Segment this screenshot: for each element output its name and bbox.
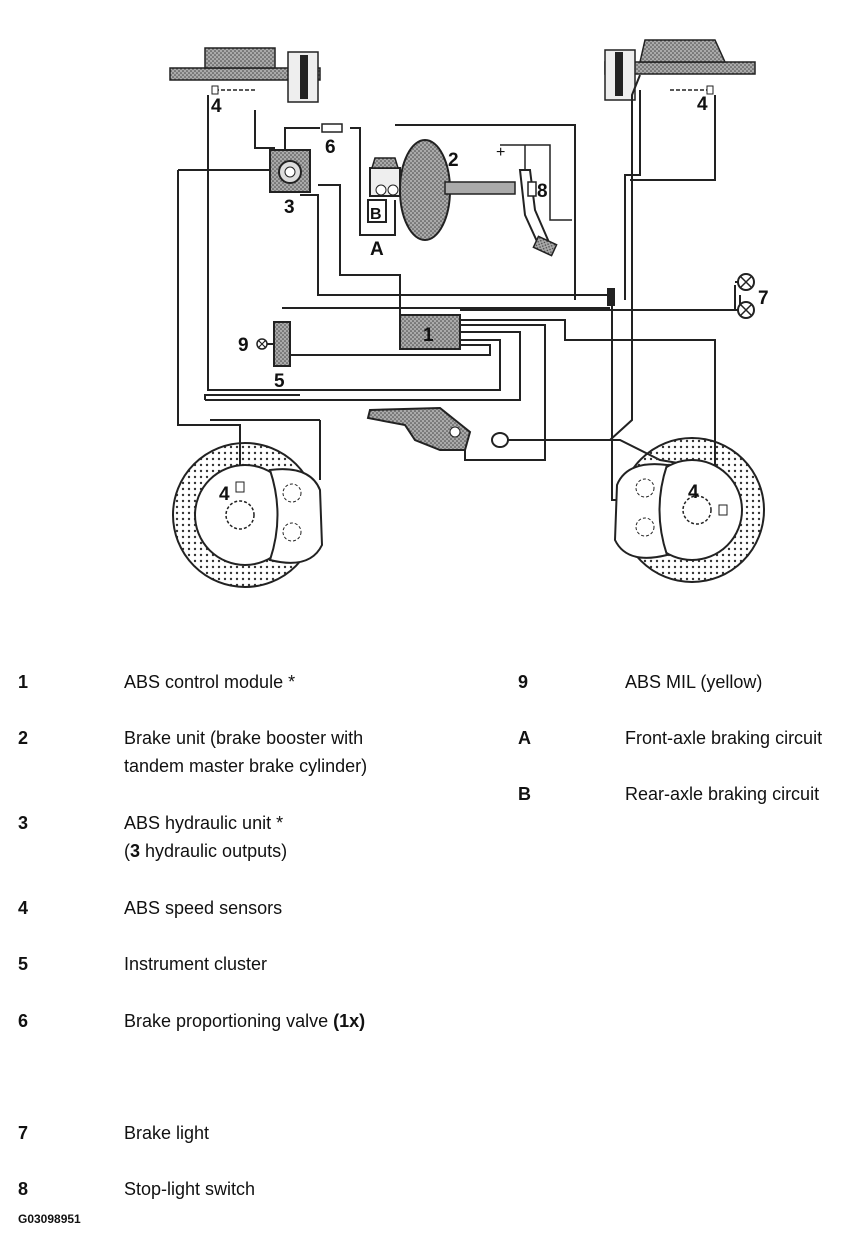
label-1: 1 bbox=[423, 325, 434, 346]
legend-text-bold: (1x) bbox=[333, 1011, 366, 1031]
label-2: 2 bbox=[448, 150, 459, 171]
legend-key: 7 bbox=[18, 1123, 29, 1143]
legend-text: ABS hydraulic unit * (3 hydraulic output… bbox=[124, 809, 454, 865]
front-left-hub bbox=[169, 47, 321, 103]
legend-text: Brake light bbox=[124, 1123, 210, 1143]
legend-text: ABS speed sensors bbox=[124, 898, 283, 918]
legend-key: 6 bbox=[18, 1011, 29, 1031]
legend-text: Stop-light switch bbox=[124, 1179, 256, 1199]
label-6: 6 bbox=[325, 137, 336, 158]
label-5: 5 bbox=[274, 371, 285, 392]
label-plus: + bbox=[496, 144, 505, 161]
legend-key: 5 bbox=[18, 954, 29, 974]
label-3: 3 bbox=[284, 197, 295, 218]
legend-text-part: Brake proportioning valve bbox=[124, 1011, 334, 1031]
brake-light-bulbs bbox=[734, 273, 755, 319]
parking-brake-lever bbox=[366, 406, 509, 451]
label-4-rear-right: 4 bbox=[688, 482, 699, 503]
label-4-rear-left: 4 bbox=[219, 484, 230, 505]
proportioning-valve bbox=[321, 123, 343, 133]
label-A: A bbox=[370, 239, 384, 260]
wiring-connector bbox=[607, 288, 615, 306]
label-7: 7 bbox=[758, 288, 769, 309]
brake-booster bbox=[399, 139, 516, 241]
label-9: 9 bbox=[238, 335, 249, 356]
legend-text: ABS control module * bbox=[124, 672, 296, 692]
abs-control-module bbox=[399, 314, 461, 350]
legend-text: Front-axle braking circuit bbox=[625, 728, 823, 748]
label-4-top-right: 4 bbox=[697, 94, 708, 115]
legend-key: B bbox=[518, 784, 531, 804]
legend-text-part: ABS hydraulic unit * ( bbox=[124, 813, 284, 861]
legend-text-part: hydraulic outputs) bbox=[140, 841, 288, 861]
legend-key: 8 bbox=[18, 1179, 29, 1199]
instrument-cluster bbox=[273, 321, 291, 367]
front-speed-sensors bbox=[211, 85, 714, 95]
abs-mil-lamp bbox=[256, 338, 274, 350]
legend-key: 3 bbox=[18, 813, 29, 833]
label-8: 8 bbox=[537, 181, 548, 202]
legend-key: 9 bbox=[518, 672, 529, 692]
abs-hydraulic-unit bbox=[269, 149, 311, 193]
legend-text: Rear-axle braking circuit bbox=[625, 784, 820, 804]
rear-right-brake-disc bbox=[613, 437, 765, 583]
legend-key: A bbox=[518, 728, 531, 748]
legend-text-bold: 3 bbox=[130, 841, 141, 861]
legend-text: Instrument cluster bbox=[124, 954, 268, 974]
legend-key: 1 bbox=[18, 672, 29, 692]
legend-key: 2 bbox=[18, 728, 29, 748]
label-B: B bbox=[370, 206, 382, 223]
legend-text: Brake unit (brake booster with tandem ma… bbox=[124, 728, 368, 776]
front-right-hub bbox=[604, 39, 756, 101]
abs-system-diagram: 1 2 3 4 4 4 4 5 6 7 8 9 A B + bbox=[169, 39, 769, 588]
legend-text: ABS MIL (yellow) bbox=[625, 672, 763, 692]
legend-key: 4 bbox=[18, 898, 29, 918]
legend-text: Brake proportioning valve (1x) bbox=[124, 1007, 454, 1035]
rear-left-brake-disc bbox=[172, 442, 324, 588]
figure-id: G03098951 bbox=[18, 1212, 81, 1226]
master-cylinder bbox=[367, 157, 401, 223]
label-4-top-left: 4 bbox=[211, 96, 222, 117]
brake-pedal bbox=[518, 169, 558, 257]
wiring-lines bbox=[177, 74, 741, 501]
